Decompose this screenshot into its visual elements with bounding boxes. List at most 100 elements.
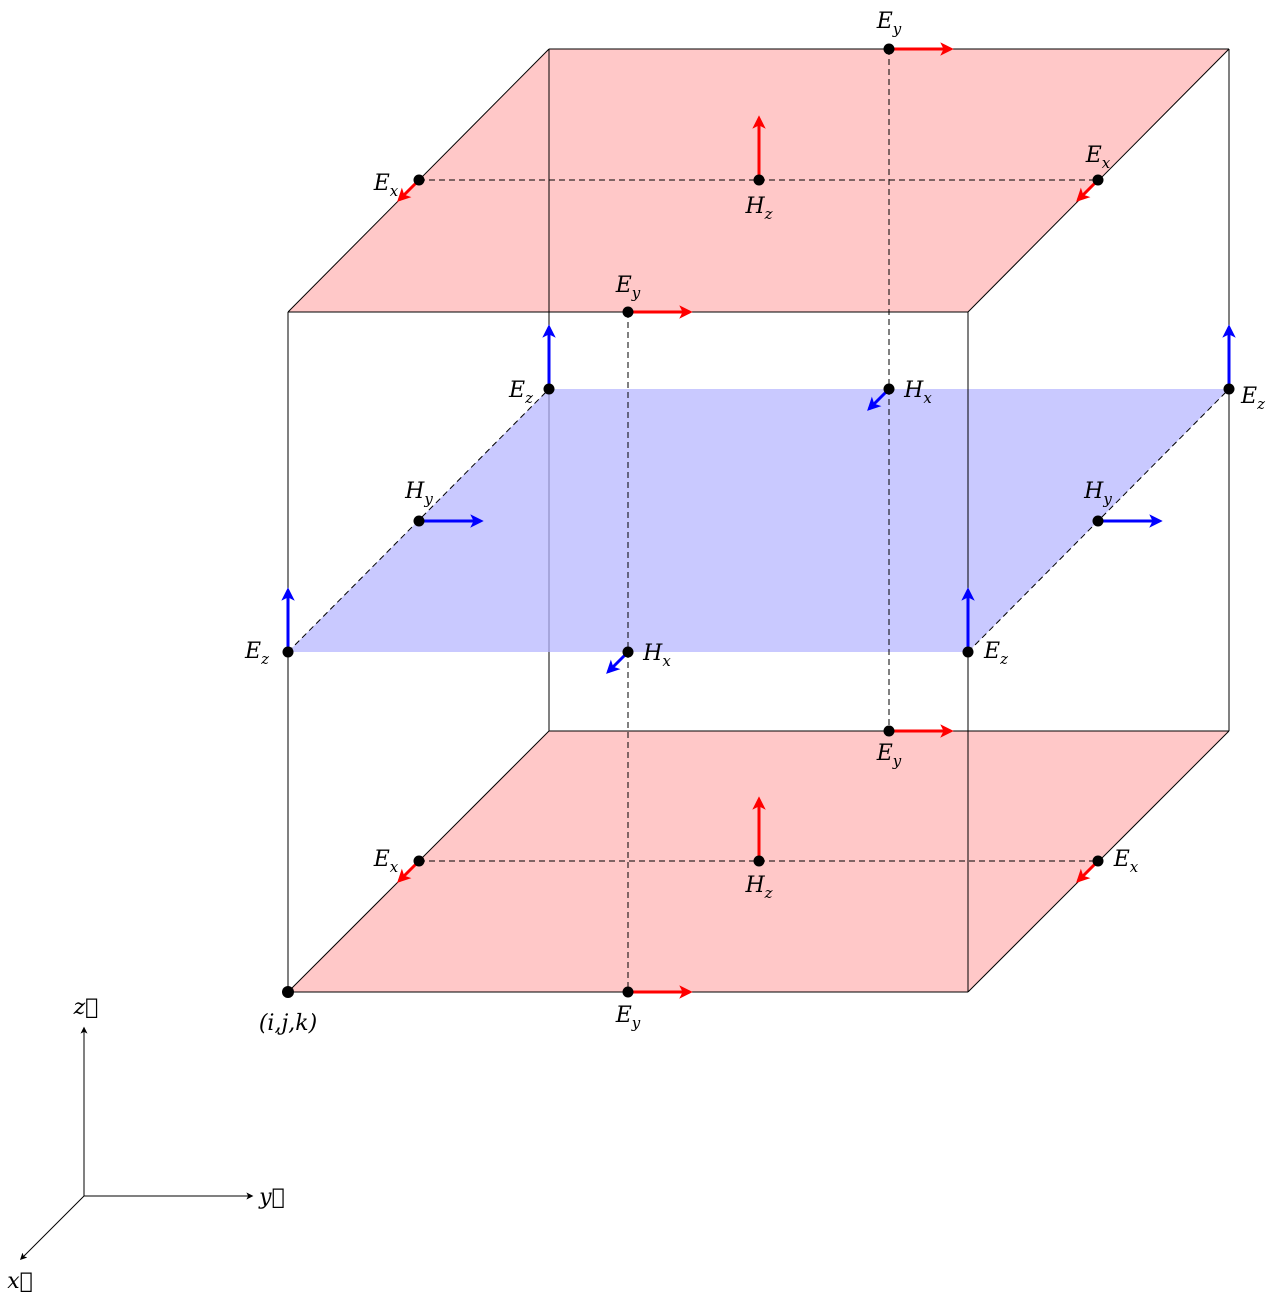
ex-label: Ex xyxy=(373,171,399,200)
origin-point xyxy=(282,986,294,998)
ex-sample-point xyxy=(1092,174,1104,186)
hx-sample-point xyxy=(883,383,895,395)
hy-label-sub: y xyxy=(423,490,433,508)
ey-label: Ey xyxy=(876,9,902,38)
ex-sample-point xyxy=(1092,855,1104,867)
ex-label: Ex xyxy=(1085,143,1111,172)
ey-label-main: E xyxy=(876,9,893,34)
ex-label-sub: x xyxy=(390,182,399,200)
ez-label-sub: z xyxy=(260,650,269,668)
ez-label-sub: z xyxy=(1256,395,1265,413)
hx-label-main: H xyxy=(903,378,924,403)
ey-label-sub: y xyxy=(631,1014,641,1032)
ey-sample-point xyxy=(883,725,895,737)
hy-label-main: H xyxy=(1083,479,1104,504)
hz-sample-point xyxy=(753,174,765,186)
field-ey-13: Ey xyxy=(876,724,954,770)
ex-label-main: E xyxy=(373,171,390,196)
ex-label-main: E xyxy=(1113,847,1130,872)
ez-sample-point xyxy=(1223,383,1235,395)
origin-label: (i,j,k) xyxy=(259,1011,317,1036)
ex-label: Ex xyxy=(1113,847,1139,876)
hx-label-sub: x xyxy=(662,652,671,670)
field-hx-9: Hx xyxy=(867,378,932,411)
hz-label-main: H xyxy=(744,194,765,219)
ez-label: Ez xyxy=(1240,384,1265,413)
hx-label-sub: x xyxy=(923,389,932,407)
field-ey-0: Ey xyxy=(876,9,954,56)
ez-label-sub: z xyxy=(524,389,533,407)
hy-label: Hy xyxy=(1083,479,1112,508)
ey-label: Ey xyxy=(615,273,641,302)
hz-label-sub: z xyxy=(764,884,773,902)
hx-label: Hx xyxy=(642,641,671,670)
ez-label-main: E xyxy=(508,378,525,403)
field-ez-5: Ez xyxy=(508,324,556,407)
ex-label: Ex xyxy=(373,847,399,876)
field-ex-16: Ex xyxy=(1076,847,1139,883)
ez-sample-point xyxy=(282,646,294,658)
x-axis-arrow xyxy=(20,1195,85,1260)
ez-label-sub: z xyxy=(999,650,1008,668)
ez-label: Ez xyxy=(983,639,1008,668)
hz-label-sub: z xyxy=(764,205,773,223)
hy-sample-point xyxy=(1092,515,1104,527)
field-ex-1: Ex xyxy=(373,171,425,202)
hz-sample-point xyxy=(753,855,765,867)
field-ez-6: Ez xyxy=(1222,324,1265,413)
hz-label: Hz xyxy=(744,194,772,223)
ex-label-sub: x xyxy=(390,858,399,876)
field-hz-15: Hz xyxy=(744,796,773,902)
ez-label-main: E xyxy=(983,639,1000,664)
field-hy-12: Hy xyxy=(1083,479,1163,528)
ey-label: Ey xyxy=(615,1003,641,1032)
ez-sample-point xyxy=(962,646,974,658)
ez-label-main: E xyxy=(1240,384,1257,409)
middle-h-plane xyxy=(288,389,1229,652)
field-hz-2: Hz xyxy=(744,115,773,223)
field-hx-10: Hx xyxy=(606,641,671,674)
ey-label-sub: y xyxy=(631,284,641,302)
field-ex-3: Ex xyxy=(1076,143,1111,202)
ex-label-main: E xyxy=(373,847,390,872)
field-ex-14: Ex xyxy=(373,847,425,883)
hy-label-main: H xyxy=(404,479,425,504)
ey-sample-point xyxy=(883,43,895,55)
field-ez-8: Ez xyxy=(961,587,1008,668)
hy-sample-point xyxy=(413,515,425,527)
ex-label-sub: x xyxy=(1130,858,1139,876)
hx-sample-point xyxy=(622,646,634,658)
ex-label-main: E xyxy=(1085,143,1102,168)
z-axis-label: z⃗ xyxy=(73,995,99,1020)
hx-label-main: H xyxy=(642,641,663,666)
ey-label-main: E xyxy=(615,273,632,298)
ex-sample-point xyxy=(413,174,425,186)
field-ey-17: Ey xyxy=(615,985,693,1032)
x-axis-label: x⃗ xyxy=(7,1269,33,1294)
ex-sample-point xyxy=(413,855,425,867)
ey-label-main: E xyxy=(615,1003,632,1028)
ez-label: Ez xyxy=(244,639,269,668)
field-hy-11: Hy xyxy=(404,479,484,528)
ez-sample-point xyxy=(543,383,555,395)
ey-label: Ey xyxy=(876,741,902,770)
hz-label-main: H xyxy=(744,873,765,898)
field-ez-7: Ez xyxy=(244,587,295,668)
ey-label-sub: y xyxy=(892,752,902,770)
ey-label-main: E xyxy=(876,741,893,766)
ey-sample-point xyxy=(622,306,634,318)
axes: z⃗ y⃗ x⃗ xyxy=(7,995,285,1294)
ez-label: Ez xyxy=(508,378,533,407)
ey-sample-point xyxy=(622,986,634,998)
hy-label-sub: y xyxy=(1102,490,1112,508)
hx-label: Hx xyxy=(903,378,932,407)
field-ey-4: Ey xyxy=(615,273,693,319)
ey-label-sub: y xyxy=(892,20,902,38)
ez-label-main: E xyxy=(244,639,261,664)
hy-label: Hy xyxy=(404,479,433,508)
ex-label-sub: x xyxy=(1102,154,1111,172)
y-axis-label: y⃗ xyxy=(258,1185,285,1210)
hz-label: Hz xyxy=(744,873,772,902)
